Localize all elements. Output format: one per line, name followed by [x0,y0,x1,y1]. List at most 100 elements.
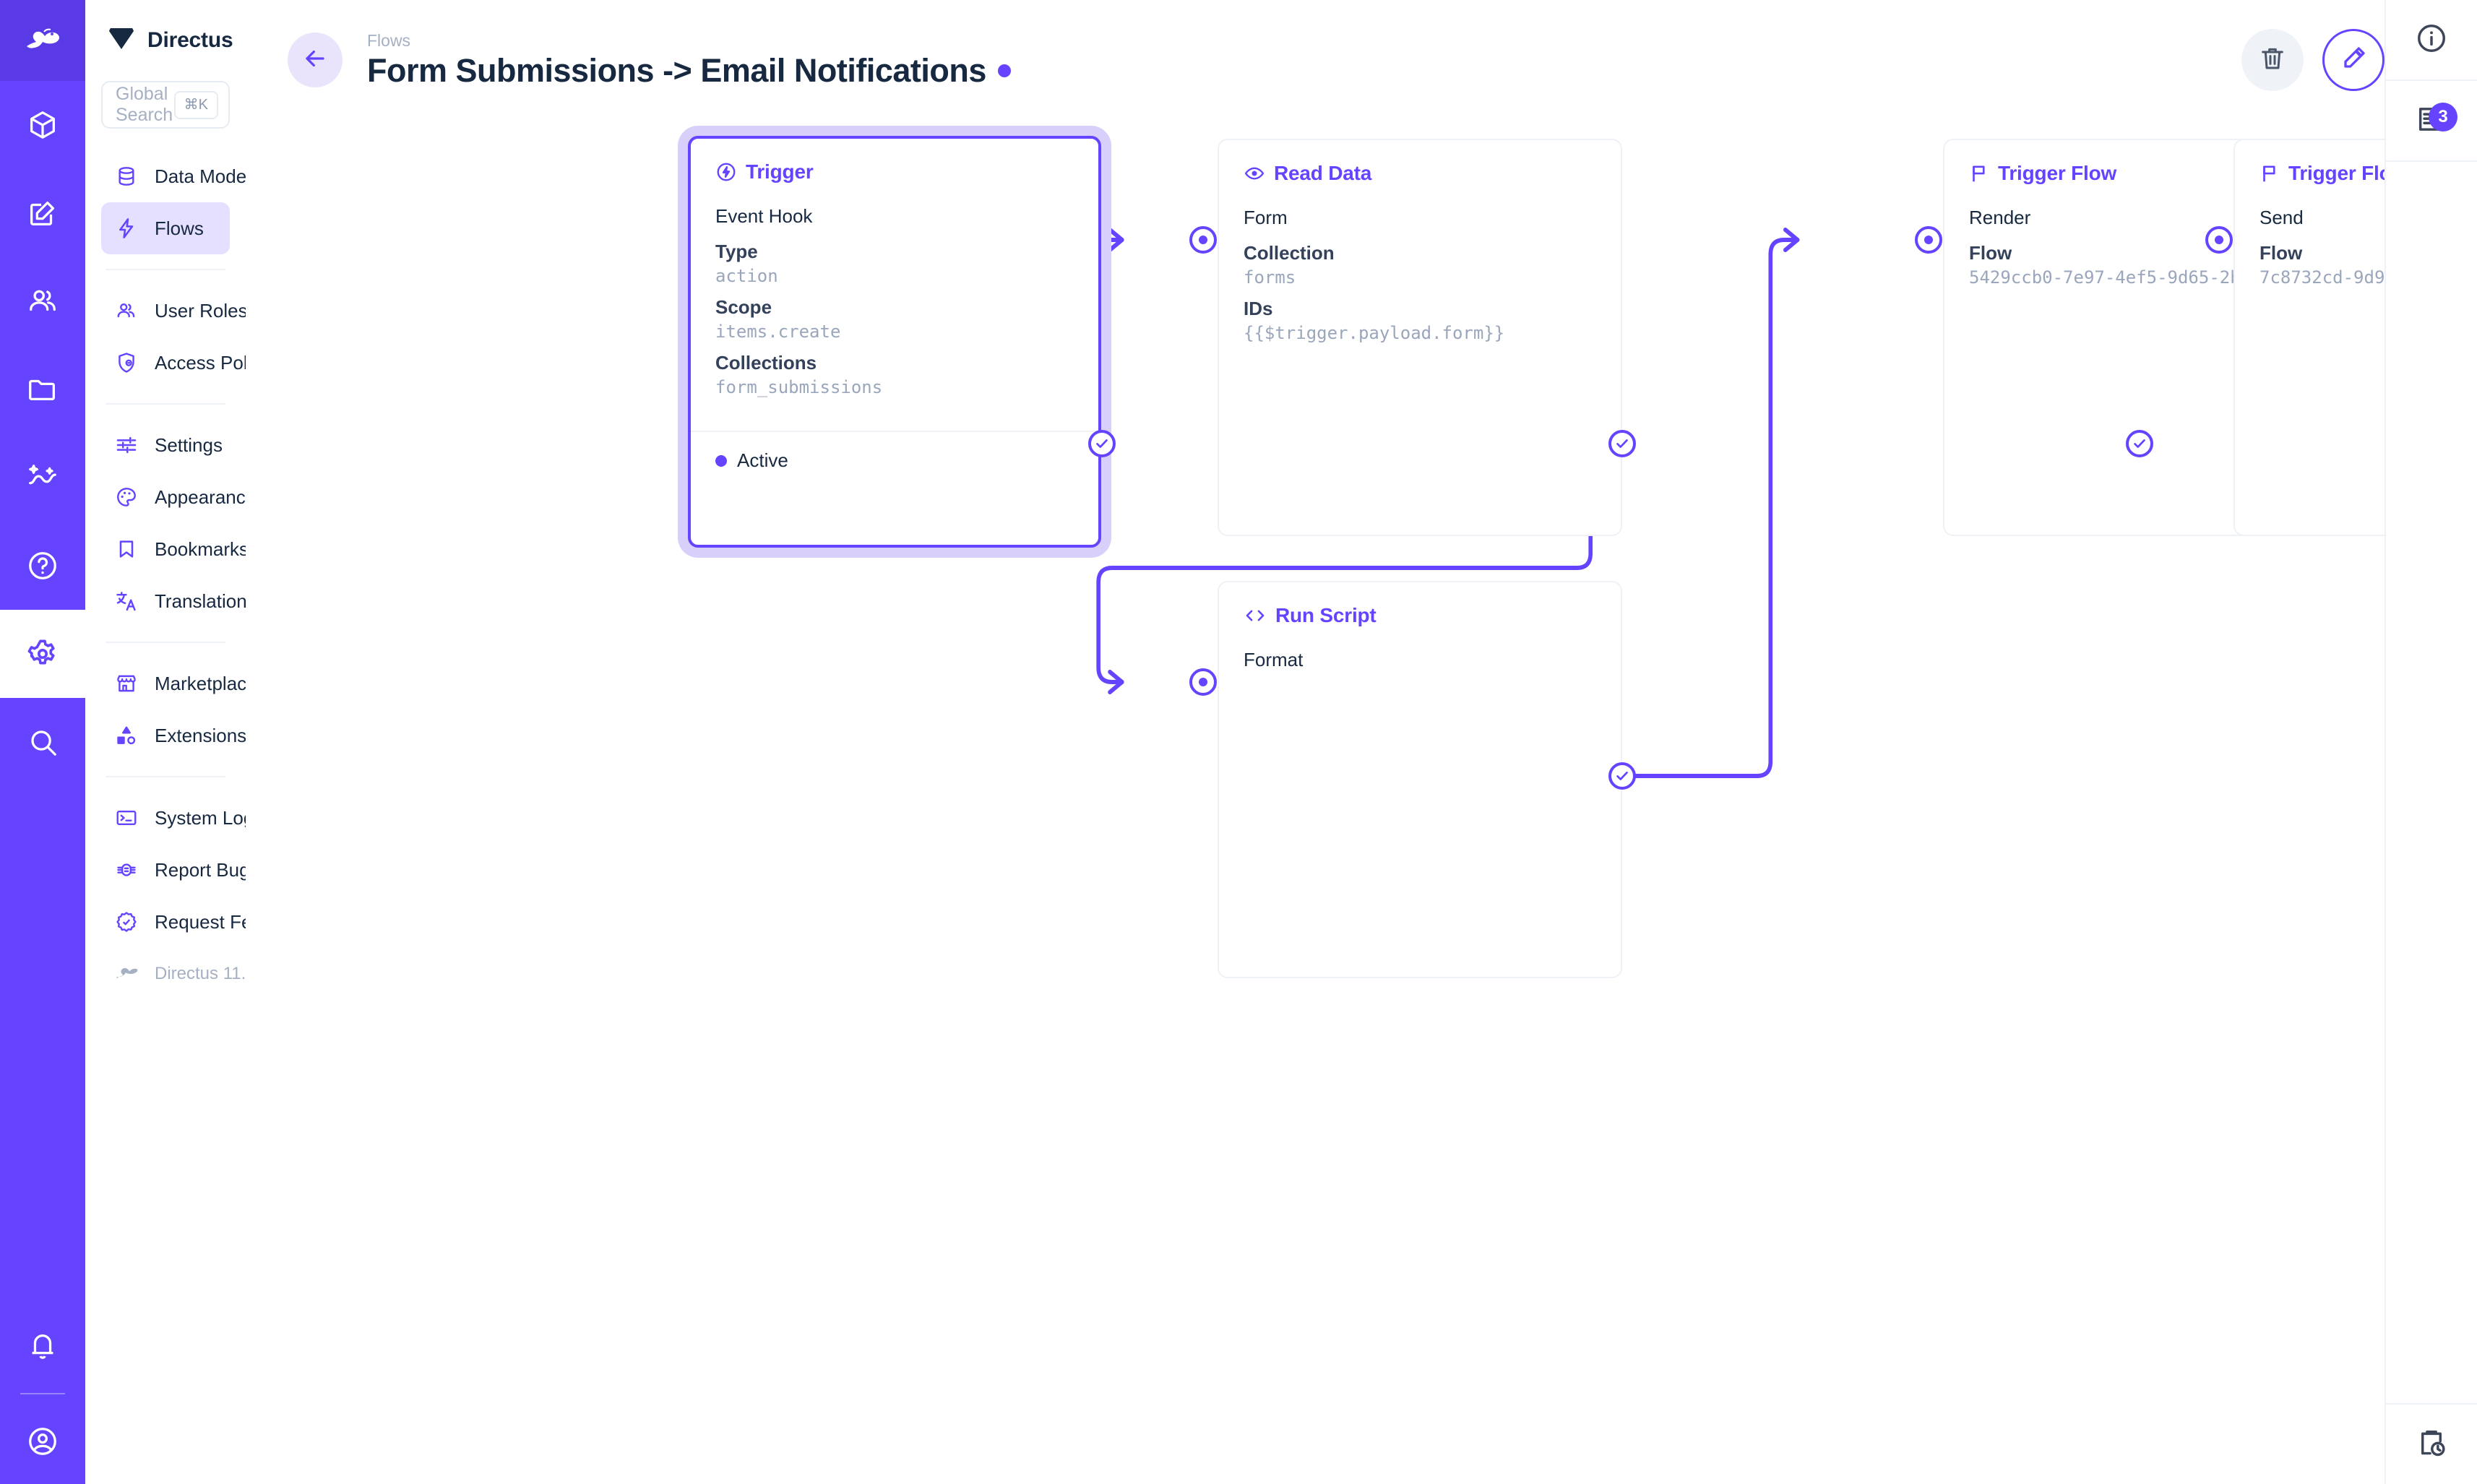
sidebar-item-user-roles[interactable]: User Roles [101,285,248,337]
flow-node-trigger[interactable]: Trigger Event Hook Type action Scope ite… [688,136,1101,548]
edit-flow-button[interactable] [2322,29,2385,91]
search-icon [26,725,59,759]
arrowhead-read-data [1108,228,1124,252]
global-search-input[interactable]: Global Search ⌘K [101,81,230,129]
node-type-header: Run Script [1244,604,1596,627]
field-key: Scope [715,296,772,318]
storefront-icon [114,671,139,696]
sidebar-item-label: Settings [155,433,223,456]
bug-icon [114,858,139,882]
sidebar-item-label: User Roles [155,299,248,322]
module-rail-item-settings[interactable] [0,610,85,698]
nav-divider [105,403,225,405]
module-rail-item-files[interactable] [0,345,85,433]
sidebar-item-extensions[interactable]: Extensions [101,709,246,762]
sidebar-item-label: Flows [155,217,204,239]
check-circle-icon [2132,436,2148,452]
node-operation-label: Send [2260,207,2304,228]
nav-divider [105,642,225,643]
breadcrumb[interactable]: Flows [367,30,411,50]
arrow-left-icon [301,45,329,76]
sidebar-item-appearance[interactable]: Appearance [101,471,256,523]
eye-icon [1244,163,1265,184]
arrowhead-run-script [1108,670,1124,694]
bookmark-icon [114,537,139,561]
node-operation-label: Render [1969,207,2031,228]
node-type-header: Trigger [715,160,1074,184]
flow-logs-button[interactable] [2385,1403,2477,1484]
sidebar-item-data-model[interactable]: Data Model [101,150,251,202]
port-read-data-resolve[interactable] [1608,430,1636,457]
sidebar-version: Directus 11.7.2 [101,948,270,1000]
directus-rabbit-icon [114,962,139,986]
port-trigger-flow-send-input[interactable] [2205,226,2233,254]
node-type-header: Read Data [1244,162,1596,185]
sidebar-item-flows[interactable]: Flows [101,202,230,254]
global-search-placeholder: Global Search [116,84,173,125]
nav-sidebar: Directus Global Search ⌘K Data Model Flo… [85,0,323,1484]
edge-run-script-to-trigger-flow-1 [1541,238,1800,778]
nav-group-4: Marketplace Beta Extensions [101,657,323,762]
page-header: Flows Form Submissions -> Email Notifica… [246,0,2477,120]
port-trigger-flow-render-resolve[interactable] [2126,430,2153,457]
main-content: Flows Form Submissions -> Email Notifica… [246,0,2477,1484]
sidebar-item-request-feature[interactable]: Request Feature [101,896,295,948]
back-button[interactable] [288,33,343,87]
nav-group-1: Data Model Flows [101,150,251,254]
node-operation-label: Event Hook [715,205,813,227]
sidebar-item-label: Bookmarks [155,538,249,560]
module-rail-item-users[interactable] [0,257,85,345]
sidebar-item-access-policies[interactable]: Access Policies [101,337,285,389]
flow-canvas[interactable]: Trigger Event Hook Type action Scope ite… [246,120,2477,1484]
logs-sidebar-button[interactable]: 3 [2385,81,2477,162]
module-rail-item-notifications[interactable] [0,1302,85,1390]
port-trigger-flow-render-input[interactable] [1915,226,1942,254]
module-rail-item-content[interactable] [0,81,85,169]
brand[interactable]: Directus [101,0,233,81]
module-rail-item-insights[interactable] [0,433,85,522]
sidebar-item-bookmarks[interactable]: Bookmarks [101,523,249,575]
sidebar-item-settings[interactable]: Settings [101,419,230,471]
sidebar-item-label: Extensions [155,724,247,746]
sidebar-item-translations[interactable]: Translations [101,575,257,627]
input-dot-icon [1924,236,1933,244]
module-rail-item-help[interactable] [0,522,85,610]
module-rail-item-search[interactable] [0,698,85,786]
field-key: IDs [1244,298,1273,319]
module-rail-item-account[interactable] [0,1399,85,1484]
info-sidebar-button[interactable] [2385,0,2477,81]
node-type-label: Trigger Flow [1998,162,2117,184]
flow-node-read-data[interactable]: Read Data Form Collection forms IDs {{$t… [1218,139,1622,536]
check-circle-icon [1094,436,1110,452]
check-circle-icon [1614,436,1630,452]
module-rail-item-editor[interactable] [0,169,85,257]
node-type-label: Read Data [1274,162,1372,184]
extensions-icon [114,723,139,748]
bolt-icon [114,216,139,241]
edit-square-icon [26,197,59,230]
field-key: Type [715,241,758,262]
page-title: Form Submissions -> Email Notifications [367,51,986,89]
sidebar-item-marketplace[interactable]: Marketplace Beta [101,657,323,709]
node-type-label: Run Script [1275,604,1377,626]
field-value: {{$trigger.payload.form}} [1244,323,1505,343]
sidebar-item-system-logs[interactable]: System Logs [101,792,263,844]
port-trigger-resolve[interactable] [1088,430,1116,457]
node-status: Active [715,449,1074,472]
field-key: Flow [1969,242,2012,264]
port-read-data-input[interactable] [1189,226,1217,254]
node-operation-label: Form [1244,207,1288,228]
delete-flow-button[interactable] [2241,29,2304,91]
people-icon [114,298,139,323]
flow-node-run-script[interactable]: Run Script Format [1218,581,1622,978]
directus-logo[interactable] [0,0,85,81]
port-run-script-resolve[interactable] [1608,762,1636,790]
clipboard-clock-icon [2415,1426,2448,1463]
sidebar-item-report-bug[interactable]: Report Bug [101,844,250,896]
title-row: Form Submissions -> Email Notifications [367,52,1011,90]
info-circle-icon [2415,22,2448,59]
port-run-script-input[interactable] [1189,668,1217,696]
right-rail: 3 [2385,0,2477,1484]
sidebar-item-label: Marketplace [155,672,257,694]
insights-icon [26,461,59,494]
